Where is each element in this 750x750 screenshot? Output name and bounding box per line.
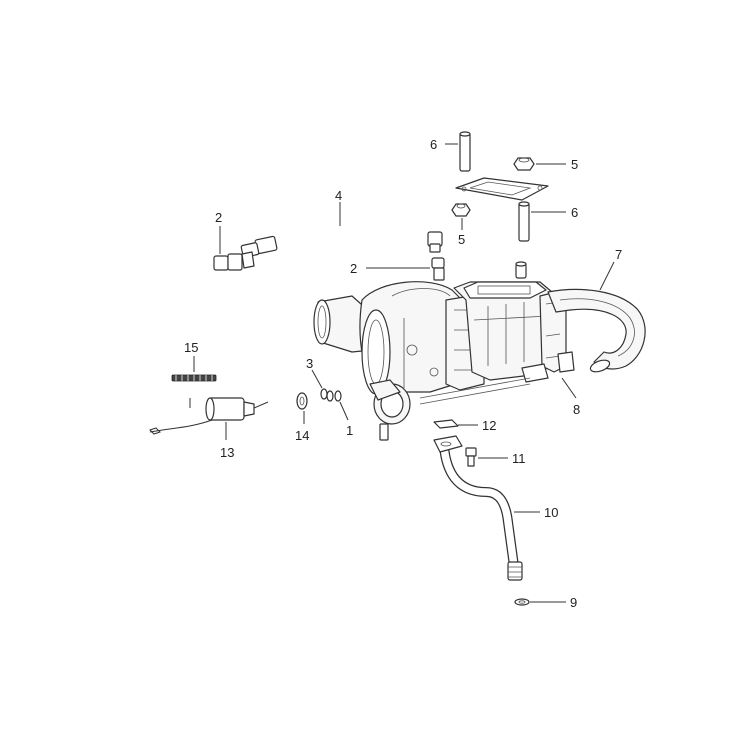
- callout-9: 9: [570, 595, 577, 610]
- o-ring-1: [334, 390, 342, 402]
- callout-3: 3: [306, 356, 313, 371]
- intake-tube: [547, 288, 646, 373]
- callout-12: 12: [482, 418, 496, 433]
- callout-2-left: 2: [215, 210, 222, 225]
- rod-15: [171, 374, 217, 382]
- turbocharger-assembly: [313, 261, 575, 441]
- bolt-11: [465, 447, 477, 467]
- callout-1: 1: [346, 423, 353, 438]
- washer-14: [296, 392, 308, 410]
- callout-6-lower: 6: [571, 205, 578, 220]
- fitting-left: [213, 251, 255, 271]
- stud-lower: [518, 201, 530, 242]
- oil-drain-tube: [433, 435, 523, 581]
- nut-upper: [513, 157, 535, 171]
- callout-13: 13: [220, 445, 234, 460]
- callout-4: 4: [335, 188, 342, 203]
- callout-15: 15: [184, 340, 198, 355]
- oil-feed-line: [240, 220, 443, 258]
- callout-5-lower: 5: [458, 232, 465, 247]
- callout-7: 7: [615, 247, 622, 262]
- sensor-13: [149, 397, 269, 435]
- callout-2-center: 2: [350, 261, 357, 276]
- o-ring-small-3: [320, 388, 334, 402]
- callout-6-upper: 6: [430, 137, 437, 152]
- callout-10: 10: [544, 505, 558, 520]
- stud-upper: [459, 131, 471, 172]
- gasket-12: [433, 419, 459, 429]
- fitting-center: [431, 257, 445, 281]
- callout-14: 14: [295, 428, 309, 443]
- callout-5-upper: 5: [571, 157, 578, 172]
- callout-8: 8: [573, 402, 580, 417]
- flange-gasket: [455, 177, 549, 201]
- nut-lower: [451, 203, 471, 217]
- seal-ring-9: [514, 598, 530, 606]
- callout-11: 11: [512, 451, 526, 466]
